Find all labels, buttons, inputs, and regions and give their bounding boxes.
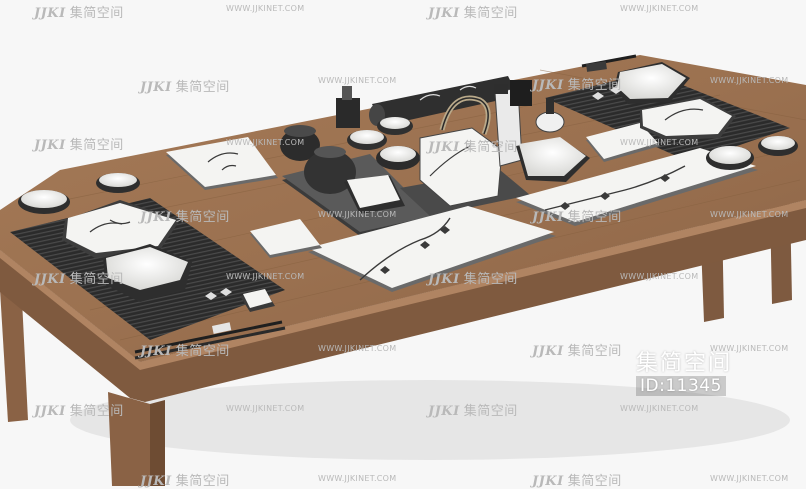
- right-place-setting: [581, 54, 798, 170]
- floor-shadow: [70, 380, 790, 460]
- tea-set: [280, 80, 590, 214]
- model-id-code: ID:11345: [636, 376, 726, 396]
- square-plates: [166, 123, 758, 292]
- table-edge: [0, 200, 806, 402]
- left-place-setting: [18, 173, 286, 360]
- model-id-stamp: 集简空间 ID:11345: [636, 352, 732, 396]
- model-id-title: 集简空间: [636, 351, 733, 376]
- chopstick-stand: [336, 86, 360, 128]
- table-legs: [0, 200, 792, 486]
